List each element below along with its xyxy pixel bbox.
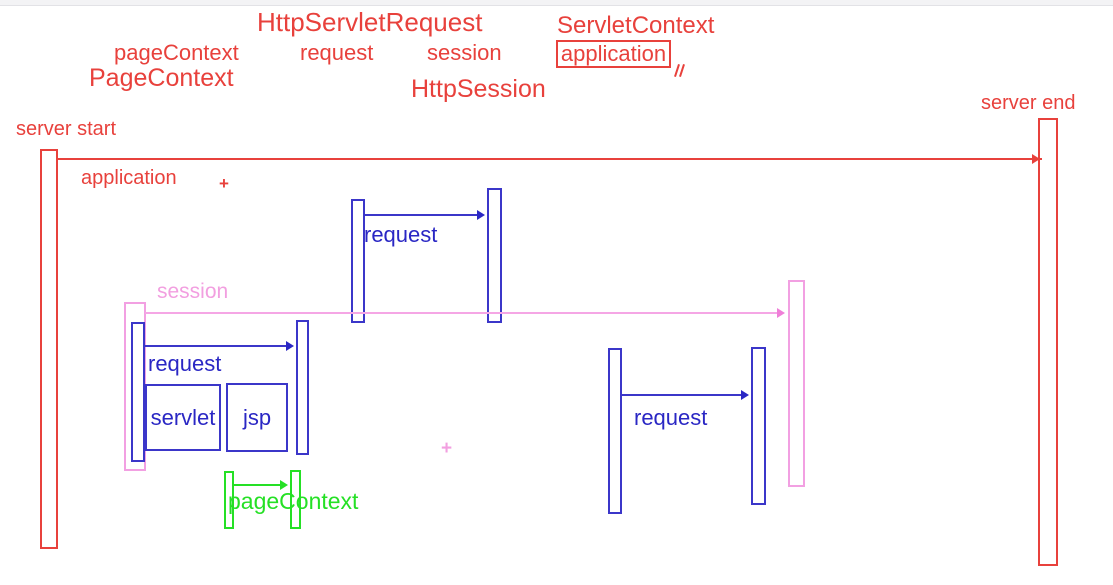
plus-mark-red: +	[219, 174, 229, 193]
message-arrowhead-request-right	[741, 390, 749, 400]
activation-bar-server-end	[1038, 118, 1058, 566]
lifeline-label-server-start: server start	[16, 118, 117, 140]
legend-label-ServletContext: ServletContext	[557, 12, 715, 39]
legend-label-PageContext: PageContext	[89, 64, 234, 92]
component-box-jsp: jsp	[226, 383, 288, 452]
activation-bar-request-left-end	[296, 320, 309, 455]
message-line-request-right	[621, 394, 746, 396]
legend-label-HttpServletRequest: HttpServletRequest	[257, 7, 483, 37]
message-label-request-right: request	[634, 405, 708, 430]
message-line-application	[56, 158, 1042, 160]
activation-bar-session-right	[788, 280, 805, 487]
component-label-jsp: jsp	[242, 404, 272, 430]
message-arrowhead-request-top	[477, 210, 485, 220]
component-box-servlet: servlet	[145, 384, 221, 451]
message-label-request-top: request	[364, 222, 438, 247]
window-top-divider	[0, 5, 1113, 6]
message-arrowhead-application	[1032, 154, 1040, 164]
activation-bar-request-top-left	[351, 199, 365, 323]
message-line-session	[145, 312, 782, 314]
activation-bar-pagecontext-right	[290, 470, 301, 529]
message-line-pagecontext	[233, 484, 283, 486]
legend-label-request: request	[300, 40, 374, 65]
window-top-band	[0, 0, 1113, 5]
message-arrowhead-pagecontext	[280, 480, 288, 490]
message-arrowhead-request-left	[286, 341, 294, 351]
message-label-pagecontext: pageContext	[228, 488, 359, 514]
activation-bar-request-right-start	[608, 348, 622, 514]
message-line-request-top	[364, 214, 482, 216]
activation-bar-request-right-end	[751, 347, 766, 505]
message-arrowhead-session	[777, 308, 785, 318]
legend-label-session: session	[427, 40, 502, 65]
legend-label-pageContext: pageContext	[114, 40, 239, 65]
activation-bar-server-start	[40, 149, 58, 549]
legend-tick-mark-2	[679, 64, 685, 77]
legend-label-application: application	[560, 41, 667, 66]
component-label-servlet: servlet	[150, 404, 216, 430]
legend-label-HttpSession: HttpSession	[411, 75, 546, 103]
message-line-request-left	[144, 345, 290, 347]
activation-bar-request-top-right	[487, 188, 502, 323]
message-label-application: application	[81, 167, 177, 189]
message-label-request-left: request	[148, 351, 222, 376]
legend-application-box: application	[556, 40, 671, 68]
lifeline-label-server-end: server end	[981, 92, 1076, 114]
activation-bar-request-left-start	[131, 322, 145, 462]
activation-bar-pagecontext-left	[224, 471, 234, 529]
message-label-session: session	[157, 280, 229, 303]
plus-mark-pink: +	[441, 438, 453, 459]
